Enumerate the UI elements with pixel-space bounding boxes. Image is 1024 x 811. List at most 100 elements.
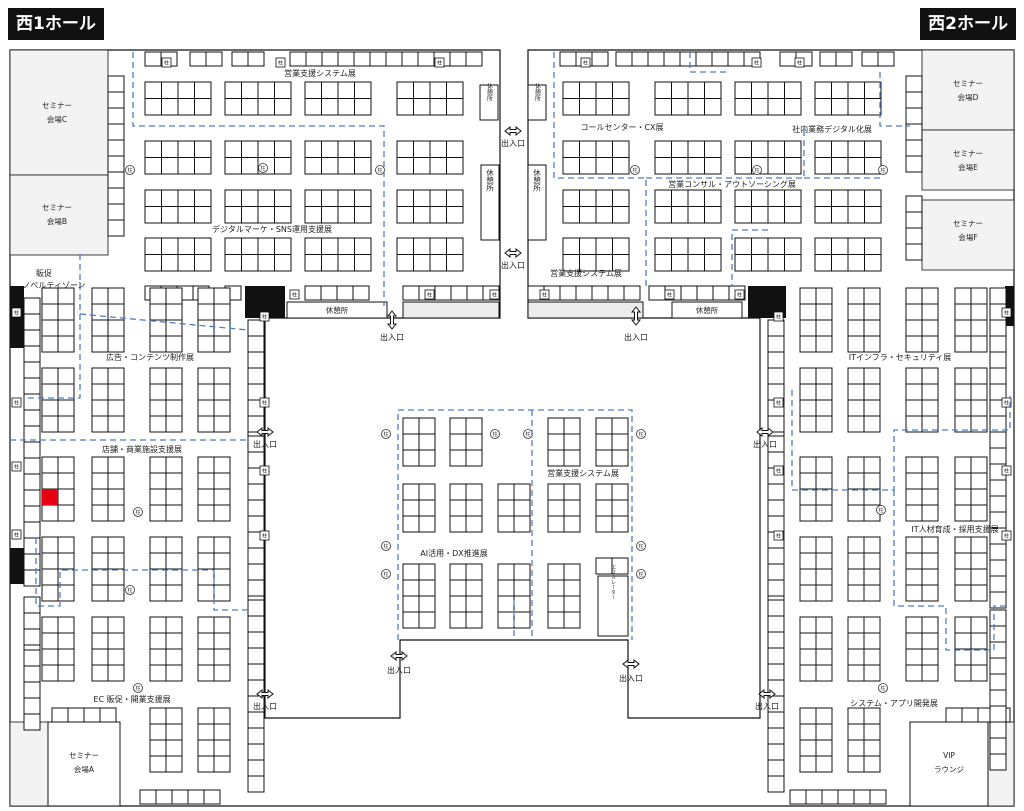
booth[interactable] [107, 171, 125, 189]
booth[interactable] [863, 723, 881, 741]
booth[interactable] [863, 755, 881, 773]
booth[interactable] [970, 648, 988, 666]
booth[interactable] [274, 140, 292, 158]
booth[interactable] [687, 189, 705, 207]
booth[interactable] [847, 189, 865, 207]
booth[interactable] [205, 51, 223, 67]
booth[interactable] [177, 206, 195, 224]
booth[interactable] [547, 579, 565, 597]
booth[interactable] [23, 521, 41, 539]
booth[interactable] [831, 254, 849, 272]
booth[interactable] [863, 616, 881, 634]
booth[interactable] [695, 51, 713, 67]
booth[interactable] [863, 664, 881, 682]
booth[interactable] [687, 206, 705, 224]
booth[interactable] [197, 319, 215, 337]
booth[interactable] [213, 399, 231, 417]
booth[interactable] [989, 641, 1007, 659]
booth[interactable] [465, 483, 483, 501]
booth[interactable] [711, 51, 729, 67]
booth[interactable] [815, 415, 833, 433]
booth[interactable] [905, 211, 923, 229]
booth[interactable] [57, 303, 75, 321]
booth[interactable] [465, 595, 483, 613]
booth[interactable] [921, 472, 939, 490]
booth[interactable] [144, 189, 162, 207]
booth[interactable] [767, 157, 785, 175]
booth[interactable] [149, 399, 167, 417]
booth[interactable] [905, 616, 923, 634]
booth[interactable] [149, 367, 167, 385]
booth[interactable] [734, 81, 752, 99]
booth[interactable] [815, 383, 833, 401]
booth[interactable] [831, 206, 849, 224]
booth[interactable] [815, 664, 833, 682]
booth[interactable] [734, 206, 752, 224]
booth[interactable] [321, 157, 339, 175]
booth[interactable] [107, 456, 125, 474]
booth[interactable] [989, 753, 1007, 771]
booth[interactable] [954, 552, 972, 570]
booth[interactable] [954, 367, 972, 385]
booth[interactable] [321, 81, 339, 99]
booth[interactable] [247, 51, 265, 67]
booth[interactable] [961, 707, 979, 723]
booth[interactable] [213, 755, 231, 773]
booth[interactable] [247, 563, 265, 581]
booth[interactable] [497, 611, 515, 629]
booth[interactable] [402, 515, 420, 533]
booth[interactable] [41, 415, 59, 433]
booth[interactable] [751, 189, 769, 207]
booth[interactable] [513, 595, 531, 613]
booth[interactable] [612, 157, 630, 175]
booth[interactable] [921, 504, 939, 522]
booth[interactable] [905, 243, 923, 261]
booth[interactable] [727, 51, 745, 67]
booth[interactable] [671, 81, 689, 99]
booth[interactable] [402, 483, 420, 501]
booth[interactable] [905, 107, 923, 125]
booth[interactable] [418, 499, 436, 517]
booth[interactable] [905, 399, 923, 417]
booth[interactable] [595, 417, 613, 435]
booth[interactable] [799, 648, 817, 666]
booth[interactable] [177, 81, 195, 99]
booth[interactable] [213, 568, 231, 586]
booth[interactable] [107, 664, 125, 682]
booth[interactable] [337, 51, 355, 67]
booth[interactable] [107, 203, 125, 221]
booth[interactable] [197, 399, 215, 417]
booth[interactable] [321, 237, 339, 255]
booth[interactable] [449, 563, 467, 581]
booth[interactable] [165, 472, 183, 490]
booth[interactable] [321, 98, 339, 116]
booth[interactable] [767, 711, 785, 729]
booth[interactable] [241, 157, 259, 175]
booth[interactable] [224, 81, 242, 99]
booth[interactable] [320, 285, 338, 301]
booth[interactable] [413, 237, 431, 255]
booth[interactable] [57, 472, 75, 490]
booth[interactable] [91, 648, 109, 666]
booth[interactable] [23, 649, 41, 667]
booth[interactable] [687, 98, 705, 116]
booth[interactable] [863, 303, 881, 321]
booth[interactable] [954, 319, 972, 337]
booth[interactable] [107, 123, 125, 141]
booth[interactable] [847, 536, 865, 554]
booth[interactable] [144, 81, 162, 99]
booth[interactable] [814, 254, 832, 272]
booth[interactable] [165, 504, 183, 522]
booth[interactable] [194, 254, 212, 272]
booth[interactable] [321, 140, 339, 158]
booth[interactable] [954, 456, 972, 474]
booth[interactable] [213, 303, 231, 321]
booth[interactable] [446, 189, 464, 207]
booth[interactable] [429, 157, 447, 175]
booth[interactable] [799, 707, 817, 725]
booth[interactable] [41, 335, 59, 353]
booth[interactable] [149, 723, 167, 741]
booth[interactable] [612, 140, 630, 158]
booth[interactable] [563, 579, 581, 597]
booth[interactable] [429, 237, 447, 255]
